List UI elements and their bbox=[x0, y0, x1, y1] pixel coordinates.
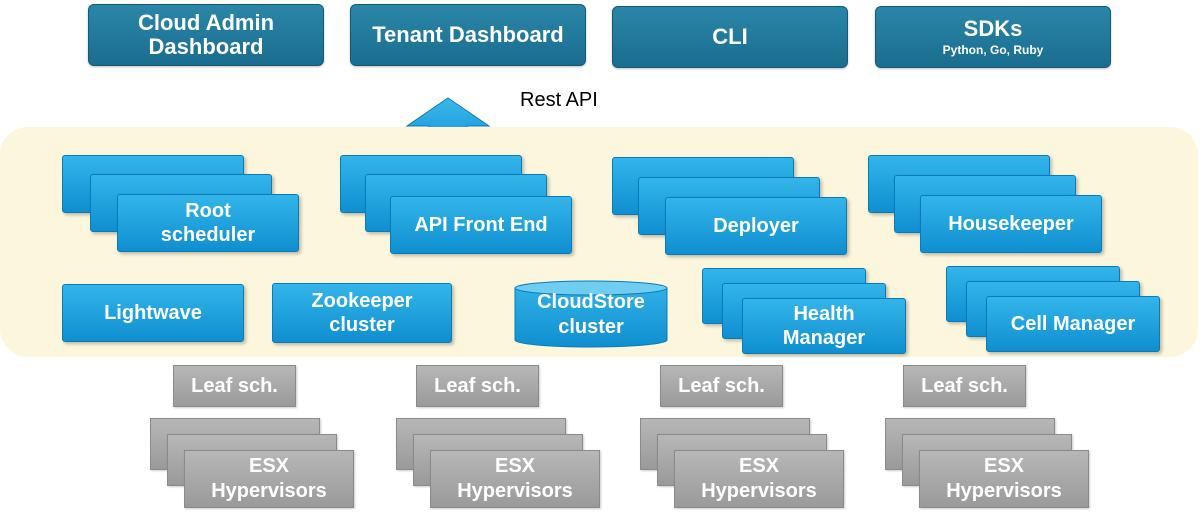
cell-manager-box: Cell Manager bbox=[986, 296, 1160, 352]
leaf-scheduler-label: Leaf sch. bbox=[191, 375, 278, 397]
esx-line1: ESX bbox=[738, 455, 780, 477]
sdks-label: SDKs bbox=[963, 16, 1023, 41]
esx-line1: ESX bbox=[248, 455, 290, 477]
sdks-languages: Python, Go, Ruby bbox=[942, 43, 1044, 57]
esx-hypervisors-box: ESX Hypervisors bbox=[919, 450, 1089, 508]
cloudstore-label: CloudStore cluster bbox=[514, 290, 668, 340]
health-manager-line2: Manager bbox=[782, 327, 866, 349]
leaf-scheduler-label: Leaf sch. bbox=[434, 375, 521, 397]
esx-hypervisors-box: ESX Hypervisors bbox=[184, 450, 354, 508]
sdks-box: SDKs Python, Go, Ruby bbox=[875, 6, 1111, 68]
deployer-box: Deployer bbox=[665, 197, 847, 255]
root-scheduler-line1: Root bbox=[185, 200, 231, 222]
leaf-scheduler-label: Leaf sch. bbox=[921, 375, 1008, 397]
esx-hypervisors-box: ESX Hypervisors bbox=[430, 450, 600, 508]
cloudstore-cylinder bbox=[514, 280, 668, 348]
cli-label: CLI bbox=[712, 24, 748, 49]
cloud-admin-dashboard-box: Cloud Admin Dashboard bbox=[88, 4, 324, 66]
leaf-scheduler-box: Leaf sch. bbox=[660, 365, 783, 407]
esx-line2: Hypervisors bbox=[211, 480, 327, 502]
leaf-scheduler-box: Leaf sch. bbox=[173, 365, 296, 407]
cloudstore-line2: cluster bbox=[558, 316, 624, 338]
root-scheduler-box: Root scheduler bbox=[117, 194, 299, 252]
api-front-end-label: API Front End bbox=[414, 214, 548, 236]
leaf-scheduler-box: Leaf sch. bbox=[903, 365, 1026, 407]
tenant-dashboard-label: Tenant Dashboard bbox=[372, 22, 564, 47]
cloud-admin-dashboard-line1: Cloud Admin bbox=[137, 10, 275, 35]
esx-line2: Hypervisors bbox=[457, 480, 573, 502]
rest-api-label: Rest API bbox=[520, 89, 598, 111]
cell-manager-label: Cell Manager bbox=[1010, 313, 1136, 335]
api-front-end-box: API Front End bbox=[390, 196, 572, 254]
root-scheduler-line2: scheduler bbox=[160, 224, 256, 246]
cloudstore-line1: CloudStore bbox=[537, 291, 645, 313]
cloud-admin-dashboard-line2: Dashboard bbox=[148, 34, 264, 59]
esx-line1: ESX bbox=[983, 455, 1025, 477]
leaf-scheduler-box: Leaf sch. bbox=[416, 365, 539, 407]
zookeeper-line2: cluster bbox=[329, 314, 395, 336]
housekeeper-box: Housekeeper bbox=[920, 195, 1102, 253]
health-manager-box: Health Manager bbox=[742, 298, 906, 354]
lightwave-label: Lightwave bbox=[104, 302, 202, 324]
health-manager-line1: Health bbox=[793, 303, 855, 325]
leaf-scheduler-label: Leaf sch. bbox=[678, 375, 765, 397]
esx-line2: Hypervisors bbox=[946, 480, 1062, 502]
housekeeper-label: Housekeeper bbox=[948, 213, 1074, 235]
cli-box: CLI bbox=[612, 6, 848, 68]
tenant-dashboard-box: Tenant Dashboard bbox=[350, 4, 586, 66]
deployer-label: Deployer bbox=[713, 215, 799, 237]
lightwave-box: Lightwave bbox=[62, 284, 244, 342]
zookeeper-cluster-box: Zookeeper cluster bbox=[272, 283, 452, 343]
esx-hypervisors-box: ESX Hypervisors bbox=[674, 450, 844, 508]
esx-line2: Hypervisors bbox=[701, 480, 817, 502]
zookeeper-line1: Zookeeper bbox=[311, 290, 413, 312]
esx-line1: ESX bbox=[494, 455, 536, 477]
